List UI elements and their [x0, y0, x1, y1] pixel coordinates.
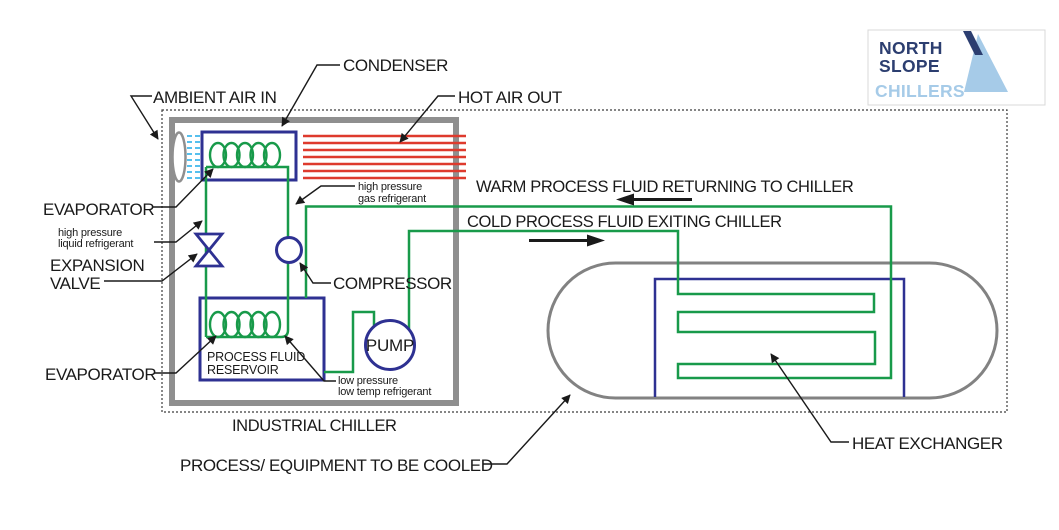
ambient-air-in-label: AMBIENT AIR IN [153, 88, 277, 107]
warm-return-label: WARM PROCESS FLUID RETURNING TO CHILLER [476, 178, 854, 196]
process-equipment-label: PROCESS/ EQUIPMENT TO BE COOLED [180, 456, 493, 475]
evaporator-coil [206, 310, 282, 339]
lp-refrigerant-leader [284, 335, 336, 382]
heat-exchanger-leader [770, 353, 849, 443]
hp-liquid-label-line1: high pressure [58, 227, 122, 239]
hot-air-out-label: HOT AIR OUT [458, 88, 562, 107]
logo-word-north: NORTH [879, 38, 943, 58]
logo-word-slope: SLOPE [879, 56, 940, 76]
heat-exchanger-baffle [653, 277, 906, 397]
compressor-leader [299, 262, 331, 284]
logo-word-chillers: CHILLERS [875, 81, 965, 101]
hp-gas-label-line1: high pressure [358, 181, 422, 193]
reservoir-label-line1: PROCESS FLUID [207, 350, 305, 364]
logo-frame [867, 29, 1046, 106]
process-loop-pipe [304, 205, 893, 380]
process-tank [546, 261, 999, 400]
chiller-enclosure [169, 117, 459, 406]
compressor-label: COMPRESSOR [333, 274, 452, 293]
heat-exchanger-label: HEAT EXCHANGER [852, 434, 1003, 453]
hot-air-lines [303, 134, 466, 180]
expansion-valve-leader [104, 253, 198, 282]
evaporator-bottom-leader [154, 335, 217, 374]
condenser-label: CONDENSER [343, 56, 448, 75]
cold-exit-label: COLD PROCESS FLUID EXITING CHILLER [467, 213, 782, 231]
expansion-valve-label-line2: VALVE [50, 274, 100, 293]
hp-liquid-leader [154, 220, 203, 243]
pump-suction-pipe [324, 310, 376, 374]
evaporator-bottom-label: EVAPORATOR [45, 365, 156, 384]
expansion-valve-icon [193, 232, 225, 268]
pump-icon [364, 319, 416, 371]
compressor-icon [275, 236, 303, 264]
industrial-chiller-label: INDUSTRIAL CHILLER [232, 417, 397, 435]
fan-icon [171, 131, 187, 183]
pump-label: PUMP [366, 336, 414, 355]
ambient-air-flow-icon [187, 135, 206, 179]
hp-gas-leader [295, 185, 355, 205]
system-boundary [161, 109, 1008, 413]
condenser-coil [208, 141, 282, 169]
lp-refrigerant-label-line2: low temp refrigerant [338, 386, 431, 398]
evaporator-top-label: EVAPORATOR [43, 200, 154, 219]
warm-flow-arrow [616, 193, 692, 206]
process-equipment-leader [483, 394, 571, 465]
expansion-valve-label-line1: EXPANSION [50, 256, 144, 275]
ambient-air-leader [129, 95, 159, 140]
cold-flow-arrow [529, 234, 605, 247]
evaporator-top-leader [153, 168, 214, 208]
reservoir-label-line2: RESERVOIR [207, 363, 279, 377]
hp-liquid-label-line2: liquid refrigerant [58, 238, 133, 250]
logo-sail-stripe-icon [963, 31, 983, 55]
lp-refrigerant-label-line1: low pressure [338, 375, 398, 387]
condenser-box [200, 130, 298, 182]
condenser-leader [281, 64, 340, 127]
hot-air-leader [399, 95, 455, 143]
north-slope-chillers-logo: NORTH SLOPE CHILLERS [875, 31, 1008, 101]
hp-gas-label-line2: gas refrigerant [358, 193, 426, 205]
